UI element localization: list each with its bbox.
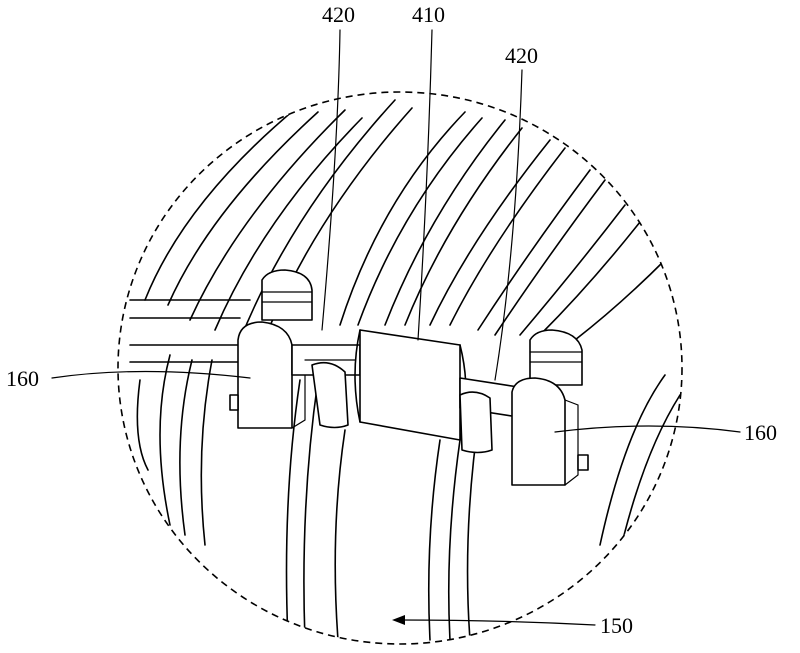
left-arm: [311, 361, 349, 429]
left-ring-band: [136, 354, 213, 546]
right-upper-rails: [477, 169, 666, 341]
circle-content: [129, 99, 682, 641]
left-horizontal-bars: [129, 299, 251, 363]
roller: [354, 329, 467, 441]
label-160-left: 160: [6, 366, 39, 391]
upper-left-rails: [144, 99, 413, 346]
middle-upper-rails: [339, 111, 566, 326]
label-150: 150: [600, 613, 633, 638]
right-rear-bracket: [529, 329, 583, 386]
left-rear-bracket: [261, 269, 313, 321]
label-420-left: 420: [322, 2, 355, 27]
label-420-right: 420: [505, 43, 538, 68]
right-front-bracket: [511, 377, 589, 486]
leader-lines: [51, 29, 741, 626]
label-160-right: 160: [744, 420, 777, 445]
detail-circle-boundary: [117, 91, 683, 645]
label-410: 410: [412, 2, 445, 27]
left-front-bracket: [229, 321, 306, 429]
right-arm: [459, 391, 493, 454]
arrowhead-150: [392, 615, 405, 625]
lower-center-rails: [285, 379, 481, 641]
